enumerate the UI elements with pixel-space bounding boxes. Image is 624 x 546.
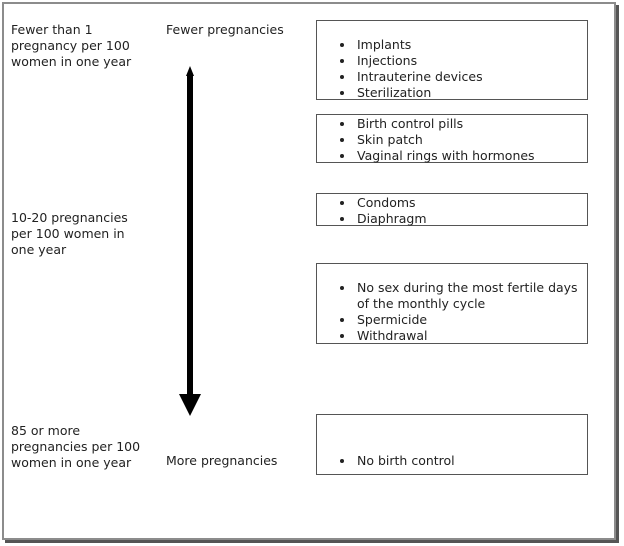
arrow-head-bottom — [179, 394, 201, 416]
method-item: Skin patch — [355, 132, 587, 148]
arrow-head-top — [186, 66, 194, 76]
method-item: Vaginal rings with hormones — [355, 148, 587, 164]
method-list: Implants Injections Intrauterine devices… — [317, 37, 587, 101]
method-box-barrier: Condoms Diaphragm — [316, 193, 588, 226]
method-item: Intrauterine devices — [355, 69, 587, 85]
method-item: Sterilization — [355, 85, 587, 101]
method-item: No birth control — [355, 453, 587, 469]
method-item: No sex during the most fertile days of t… — [355, 280, 587, 312]
arrow-shaft — [187, 74, 193, 396]
method-box-most-effective: Implants Injections Intrauterine devices… — [316, 20, 588, 100]
method-item: Withdrawal — [355, 328, 587, 344]
method-item: Implants — [355, 37, 587, 53]
method-list: No birth control — [317, 453, 587, 469]
rate-label-bottom: 85 or more pregnancies per 100 women in … — [11, 423, 141, 470]
rate-label-middle: 10-20 pregnancies per 100 women in one y… — [11, 210, 128, 257]
method-list: No sex during the most fertile days of t… — [317, 280, 587, 344]
method-box-none: No birth control — [316, 414, 588, 475]
method-item: Spermicide — [355, 312, 587, 328]
method-item: Diaphragm — [355, 211, 587, 227]
method-box-behavioral: No sex during the most fertile days of t… — [316, 263, 588, 344]
method-list: Birth control pills Skin patch Vaginal r… — [317, 116, 587, 164]
method-item: Birth control pills — [355, 116, 587, 132]
method-item: Condoms — [355, 195, 587, 211]
more-pregnancies-label: More pregnancies — [166, 453, 278, 468]
method-item: Injections — [355, 53, 587, 69]
fewer-pregnancies-label: Fewer pregnancies — [166, 22, 284, 37]
effectiveness-arrow — [179, 66, 201, 416]
method-box-hormonal: Birth control pills Skin patch Vaginal r… — [316, 114, 588, 163]
rate-label-top: Fewer than 1 pregnancy per 100 women in … — [11, 22, 132, 69]
method-list: Condoms Diaphragm — [317, 195, 587, 227]
